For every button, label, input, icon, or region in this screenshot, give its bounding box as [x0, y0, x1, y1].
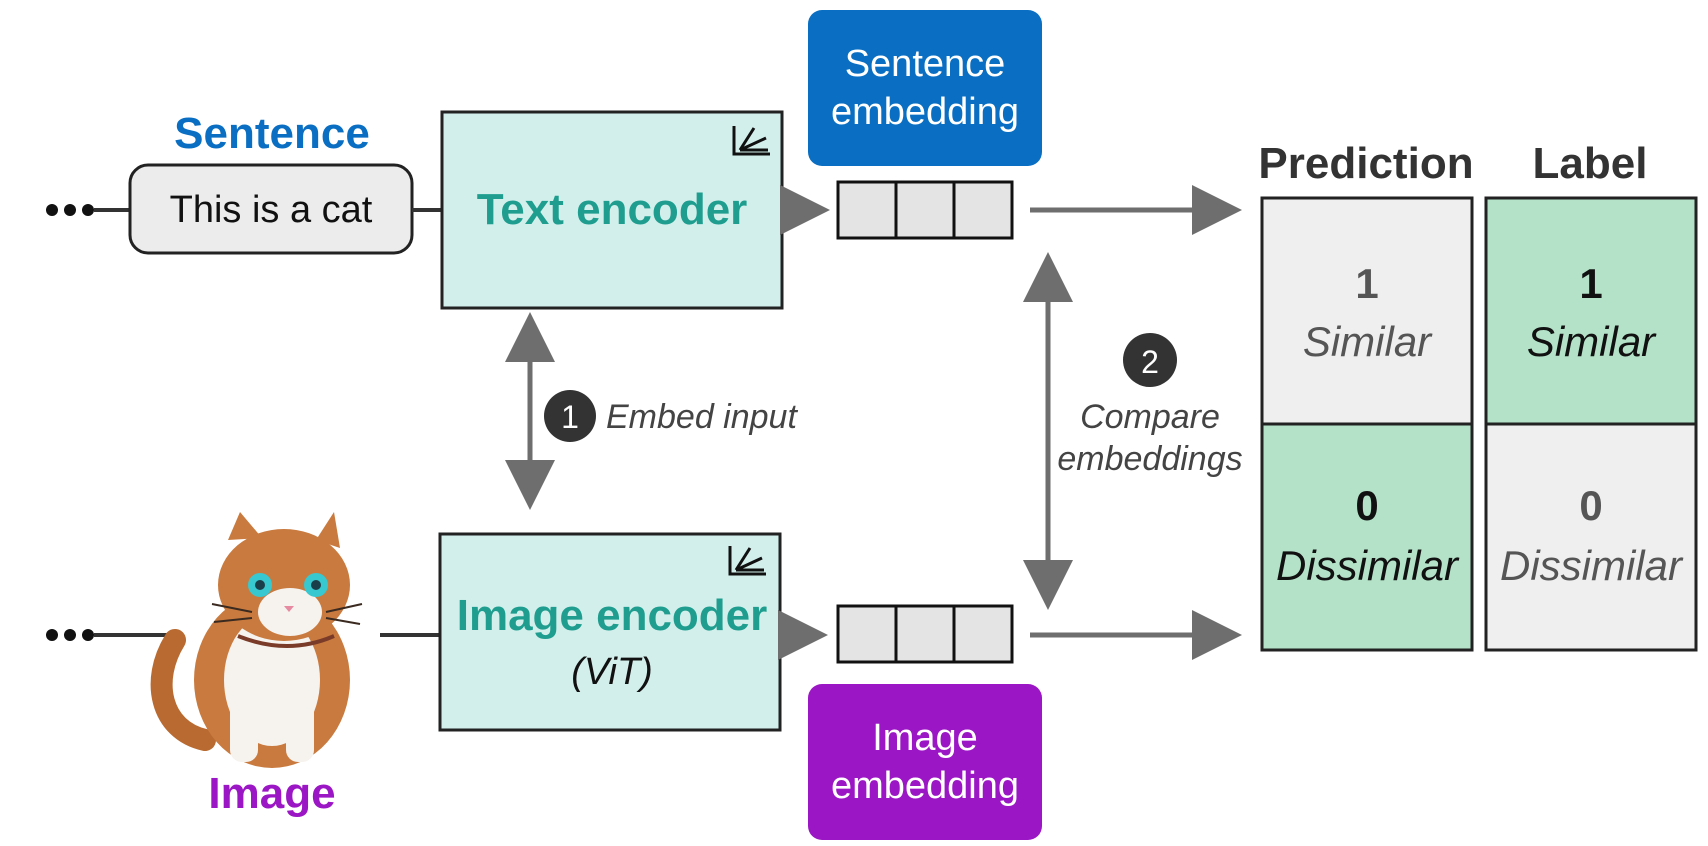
prediction-similar-cell: [1260, 196, 1474, 426]
label-bottom-value: 0: [1579, 482, 1602, 529]
sentence-input-text: This is a cat: [170, 189, 373, 231]
text-encoder-box: [440, 110, 784, 310]
step1-number: 1: [561, 399, 579, 435]
image-embedding-vector: [836, 604, 1014, 664]
prediction-dissimilar-cell: [1260, 422, 1474, 652]
step1-number-badge: [544, 390, 596, 442]
label-bottom-text: Dissimilar: [1500, 542, 1684, 589]
prediction-heading: Prediction: [1258, 139, 1473, 188]
image-embedding-label-line2: embedding: [831, 765, 1019, 807]
sentence-embedding-label-line2: embedding: [831, 91, 1019, 133]
label-top-text: Similar: [1527, 318, 1657, 365]
image-embedding-label-line1: Image: [872, 717, 978, 759]
label-similar-cell: [1484, 196, 1698, 426]
image-encoder-sublabel: (ViT): [571, 651, 653, 693]
sentence-ellipsis: [46, 204, 94, 216]
label-top-value: 1: [1579, 260, 1602, 307]
label-dissimilar-cell: [1484, 422, 1698, 652]
sentence-embedding-vector: [836, 180, 1014, 240]
image-embedding-badge: [808, 684, 1042, 840]
step2-label-line1: Compare: [1080, 398, 1220, 436]
prediction-bottom-value: 0: [1355, 482, 1378, 529]
image-heading: Image: [208, 769, 335, 818]
cat-image: [150, 512, 363, 768]
image-encoder-label: Image encoder: [457, 591, 768, 640]
sentence-embedding-badge: [808, 10, 1042, 166]
text-encoder-label: Text encoder: [477, 185, 748, 234]
sentence-embedding-label-line1: Sentence: [845, 43, 1006, 85]
prediction-top-text: Similar: [1303, 318, 1433, 365]
sentence-heading: Sentence: [174, 109, 370, 158]
prediction-top-value: 1: [1355, 260, 1378, 307]
step2-number-badge: [1123, 333, 1177, 387]
image-encoder-network-icon: [728, 546, 766, 576]
label-heading: Label: [1533, 139, 1648, 188]
step1-label: Embed input: [606, 398, 798, 436]
step2-number: 2: [1141, 344, 1159, 380]
image-encoder-box: [438, 532, 782, 732]
image-ellipsis: [46, 629, 94, 641]
text-encoder-network-icon: [732, 126, 770, 156]
step2-label-line2: embeddings: [1057, 440, 1242, 478]
prediction-bottom-text: Dissimilar: [1276, 542, 1460, 589]
